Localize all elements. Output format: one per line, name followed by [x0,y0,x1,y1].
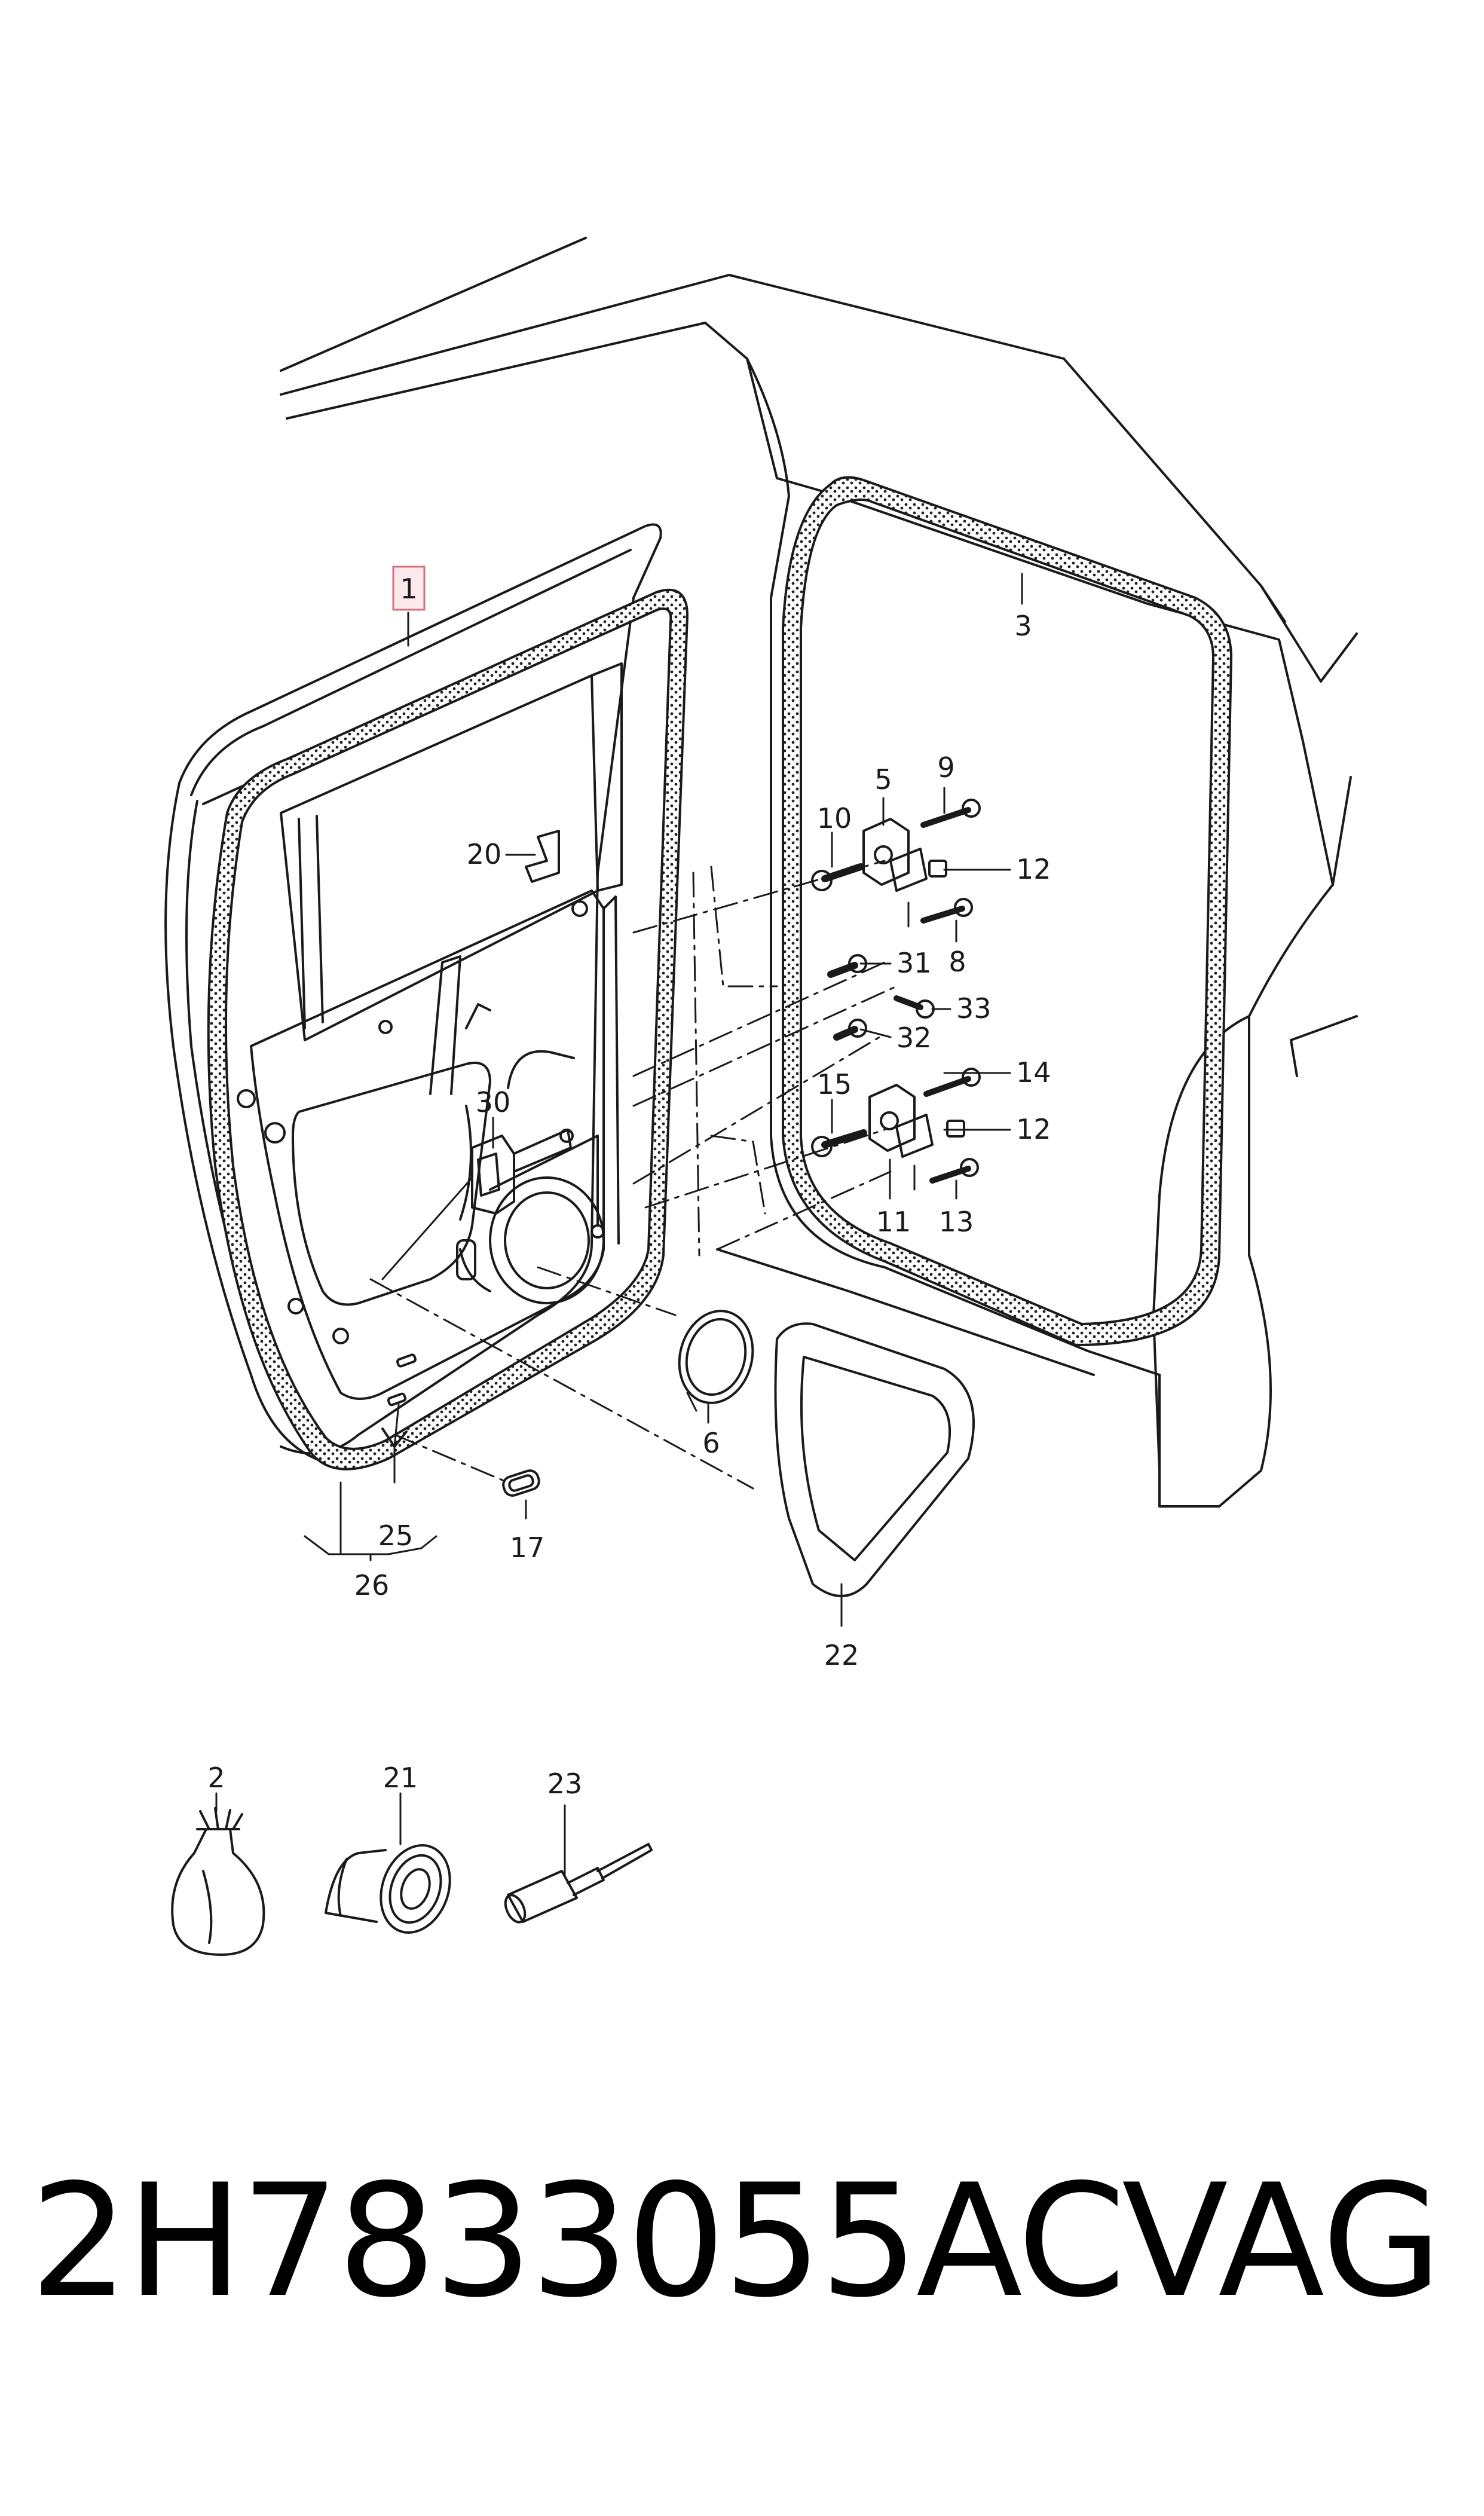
callout-25[interactable]: 25 [378,1520,414,1552]
part-number: 2H7833055AC [30,2151,1126,2332]
callout-12-upper[interactable]: 12 [1016,853,1051,885]
seal-foil-part [774,1322,975,1597]
callout-33[interactable]: 33 [956,992,992,1025]
callout-17[interactable]: 17 [510,1531,545,1564]
callout-20[interactable]: 20 [467,838,502,870]
rear-door-assembly [164,523,689,1471]
callout-8[interactable]: 8 [948,946,966,978]
callout-1-highlight [392,565,426,611]
callout-14[interactable]: 14 [1016,1056,1051,1089]
loose-bolts [827,954,935,1041]
callout-26[interactable]: 26 [354,1569,390,1601]
callout-12-lower[interactable]: 12 [1016,1113,1051,1145]
callout-31[interactable]: 31 [896,947,932,979]
callout-13[interactable]: 13 [939,1206,974,1238]
leader-lines [215,573,1023,1878]
callout-22[interactable]: 22 [824,1639,859,1671]
callout-2[interactable]: 2 [207,1762,225,1794]
callout-10[interactable]: 10 [817,802,852,834]
door-opening-seal [782,476,1232,1346]
callout-3[interactable]: 3 [1014,610,1032,642]
door-lock-part [471,1129,574,1215]
assembly-lines [369,860,916,1490]
tape-roll-part [325,1844,451,1934]
callout-23[interactable]: 23 [547,1768,583,1800]
adhesive-cartridge-part [504,1843,653,1924]
callout-6[interactable]: 6 [702,1427,720,1459]
callout-labels: 1 2 3 5 6 8 9 10 11 12 12 13 14 15 17 20… [207,565,1051,1800]
clip-part [502,1469,540,1497]
brand-name: VAG [1122,2151,1442,2332]
callout-5[interactable]: 5 [874,763,892,796]
lower-hinge-part [811,1068,981,1184]
upper-hinge-part [811,799,981,924]
callout-11[interactable]: 11 [876,1206,911,1238]
window-trim-part [525,830,560,883]
callout-1[interactable]: 1 [400,573,417,605]
callout-32[interactable]: 32 [896,1022,932,1054]
callout-30[interactable]: 30 [476,1086,511,1118]
callout-9[interactable]: 9 [937,751,954,784]
vehicle-body-outline [280,237,1358,1508]
callout-21[interactable]: 21 [383,1762,418,1794]
grease-bag-part [171,1807,265,1956]
callout-15[interactable]: 15 [817,1068,852,1100]
cover-cap-part [678,1310,754,1404]
